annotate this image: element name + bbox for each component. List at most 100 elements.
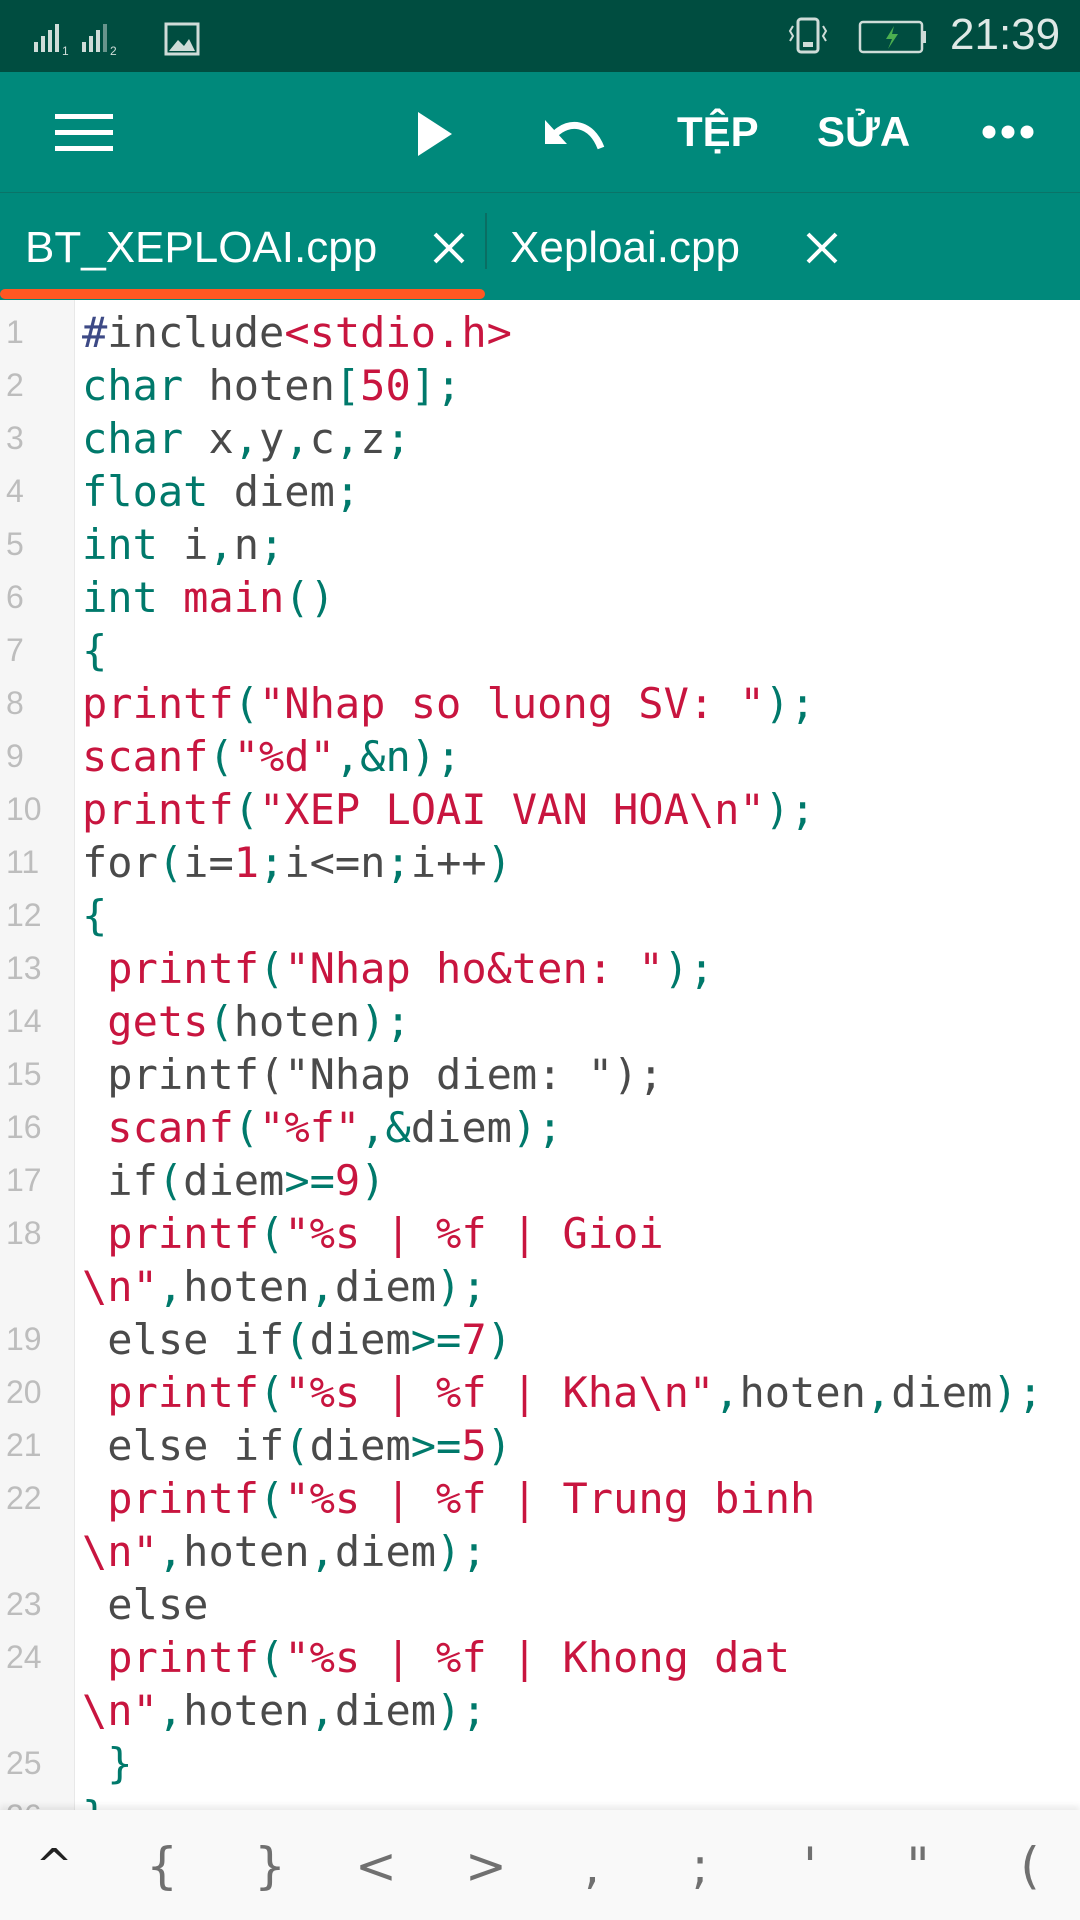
symbol-key[interactable]: ;: [691, 1837, 709, 1895]
code-token: diem: [891, 1368, 993, 1417]
active-tab-indicator: [0, 289, 485, 299]
code-token: ;: [334, 467, 361, 516]
close-tab-icon[interactable]: [805, 231, 839, 265]
code-token: i++: [410, 838, 487, 887]
code-line[interactable]: 13 printf("Nhap ho&ten: ");: [0, 942, 1080, 995]
tab-bt-xeploai[interactable]: BT_XEPLOAI.cpp: [0, 193, 485, 293]
symbol-key[interactable]: <: [355, 1837, 397, 1895]
symbol-key[interactable]: }: [254, 1837, 286, 1895]
code-token: "%s | %f | Kha\n": [284, 1368, 715, 1417]
code-line[interactable]: 16 scanf("%f",&diem);: [0, 1101, 1080, 1154]
code-token: ): [360, 1156, 386, 1205]
code-line[interactable]: 23 else: [0, 1578, 1080, 1631]
code-line[interactable]: \n",hoten,diem);: [0, 1684, 1080, 1737]
code-token: for: [82, 838, 158, 887]
code-text: \n",hoten,diem);: [75, 1527, 487, 1576]
code-line[interactable]: 24 printf("%s | %f | Khong dat: [0, 1631, 1080, 1684]
code-line[interactable]: 1#include<stdio.h>: [0, 306, 1080, 359]
code-text: {: [75, 626, 107, 675]
expand-keys-button[interactable]: ^: [35, 1840, 73, 1891]
code-token: ,: [208, 520, 234, 569]
code-line[interactable]: 15 printf("Nhap diem: ");: [0, 1048, 1080, 1101]
code-token: i=: [183, 838, 234, 887]
code-line[interactable]: 22 printf("%s | %f | Trung binh: [0, 1472, 1080, 1525]
symbol-key[interactable]: (: [1020, 1837, 1040, 1895]
code-line[interactable]: 7{: [0, 624, 1080, 677]
code-token: );: [511, 1103, 563, 1152]
code-line[interactable]: 17 if(diem>=9): [0, 1154, 1080, 1207]
code-line[interactable]: 18 printf("%s | %f | Gioi: [0, 1207, 1080, 1260]
symbol-key[interactable]: ": [906, 1837, 930, 1895]
code-token: else if: [82, 1421, 285, 1470]
code-token: {: [82, 891, 108, 940]
code-token: printf: [82, 679, 234, 728]
edit-menu-button[interactable]: SỬA: [817, 108, 911, 155]
menu-icon[interactable]: [55, 114, 113, 152]
code-token: ;: [259, 838, 285, 887]
code-text: printf("%s | %f | Khong dat: [75, 1633, 790, 1682]
symbol-key[interactable]: ': [803, 1837, 817, 1895]
code-token: ,&: [360, 1103, 411, 1152]
code-token: "XEP LOAI VAN HOA\n": [259, 785, 765, 834]
code-text: printf("Nhap so luong SV: ");: [75, 679, 815, 728]
code-text: if(diem>=9): [75, 1156, 385, 1205]
code-text: else if(diem>=7): [75, 1315, 512, 1364]
run-button[interactable]: [418, 112, 454, 156]
code-token: }: [82, 1792, 107, 1810]
code-token: );: [764, 679, 816, 728]
code-token: 5: [461, 1421, 487, 1470]
code-token: hoten: [183, 1686, 310, 1735]
code-text: int main(): [75, 573, 335, 622]
undo-button[interactable]: [543, 114, 609, 154]
code-token: printf("Nhap diem: ");: [82, 1050, 664, 1099]
line-number: 3: [6, 420, 24, 456]
code-token: "%f": [259, 1103, 361, 1152]
code-line[interactable]: 14 gets(hoten);: [0, 995, 1080, 1048]
code-token: else if: [82, 1315, 285, 1364]
code-token: printf: [107, 944, 260, 993]
code-token: i<=n: [284, 838, 386, 887]
code-token: [82, 997, 107, 1046]
symbol-key[interactable]: ,: [584, 1837, 600, 1895]
code-token: diem: [309, 1421, 411, 1470]
code-line[interactable]: 25 }: [0, 1737, 1080, 1790]
code-line[interactable]: 26}: [0, 1790, 1080, 1810]
line-number: 13: [6, 950, 42, 986]
symbol-key[interactable]: >: [465, 1837, 507, 1895]
code-token: c: [309, 414, 335, 463]
code-token: ;: [385, 414, 411, 463]
code-token: (: [259, 1474, 285, 1523]
code-line[interactable]: 21 else if(diem>=5): [0, 1419, 1080, 1472]
line-number: 12: [6, 897, 42, 933]
code-text: }: [75, 1739, 132, 1788]
code-token: ): [486, 1421, 512, 1470]
code-token: ): [486, 1315, 512, 1364]
code-text: \n",hoten,diem);: [75, 1686, 487, 1735]
symbol-keyboard-bar: ^ {} < >,; ' " (: [0, 1810, 1080, 1920]
tab-xeploai[interactable]: Xeploai.cpp: [487, 193, 867, 293]
code-token: z: [360, 414, 386, 463]
symbol-key[interactable]: {: [146, 1837, 178, 1895]
code-line[interactable]: 19 else if(diem>=7): [0, 1313, 1080, 1366]
code-line[interactable]: 12 {: [0, 889, 1080, 942]
code-text: char hoten[50];: [75, 361, 461, 410]
code-token: scanf: [82, 732, 209, 781]
code-line[interactable]: \n",hoten,diem);: [0, 1525, 1080, 1578]
code-token: [82, 1209, 107, 1258]
code-line[interactable]: 20 printf("%s | %f | Kha\n",hoten,diem);: [0, 1366, 1080, 1419]
code-line[interactable]: \n",hoten,diem);: [0, 1260, 1080, 1313]
close-tab-icon[interactable]: [432, 231, 466, 265]
more-options-icon[interactable]: [982, 124, 1034, 140]
code-token: {: [82, 626, 108, 675]
file-menu-button[interactable]: TỆP: [677, 108, 759, 155]
